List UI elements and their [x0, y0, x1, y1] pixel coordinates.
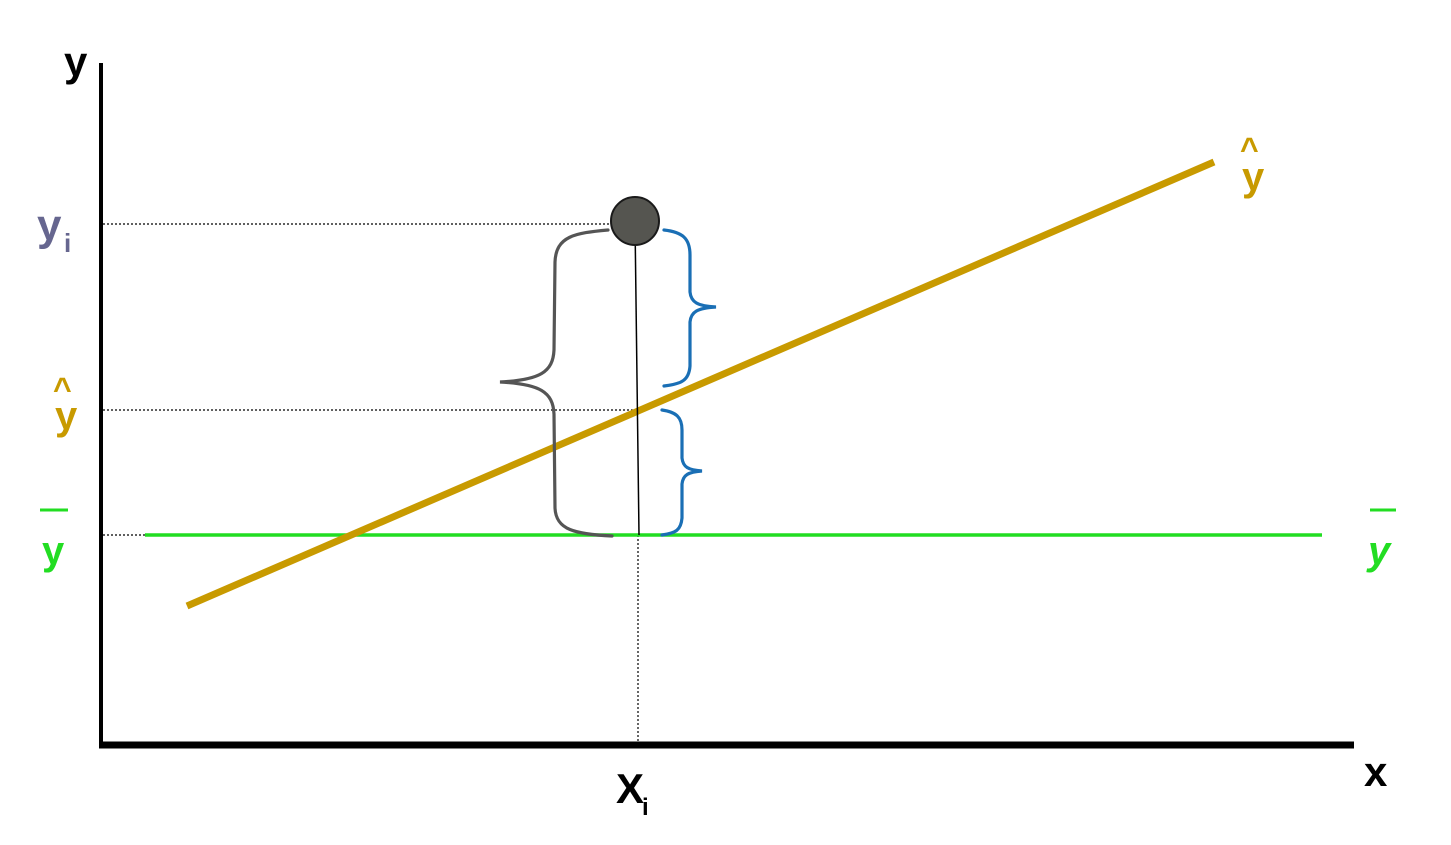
xi-label: X [616, 765, 644, 812]
yhat-axis-label: y [55, 394, 78, 438]
regression-line [185, 158, 1216, 610]
deviation-segment [634, 221, 640, 536]
yhat-axis-hat: ^ [53, 371, 72, 407]
yhat-line-hat: ^ [1240, 131, 1259, 167]
data-point [610, 196, 660, 246]
xi-subscript: i [642, 794, 649, 821]
y-axis-label: y [64, 38, 88, 85]
explained-deviation-brace [660, 408, 703, 537]
yhat-line-label: y [1242, 155, 1265, 199]
yi-label: y [37, 201, 62, 250]
ybar-axis-label: y [42, 529, 65, 573]
ybar-line-label: y [1366, 529, 1392, 573]
total-deviation-brace [499, 228, 614, 538]
yi-subscript: i [64, 228, 71, 258]
unexplained-deviation-brace [662, 228, 717, 388]
x-axis-label: x [1364, 748, 1388, 795]
